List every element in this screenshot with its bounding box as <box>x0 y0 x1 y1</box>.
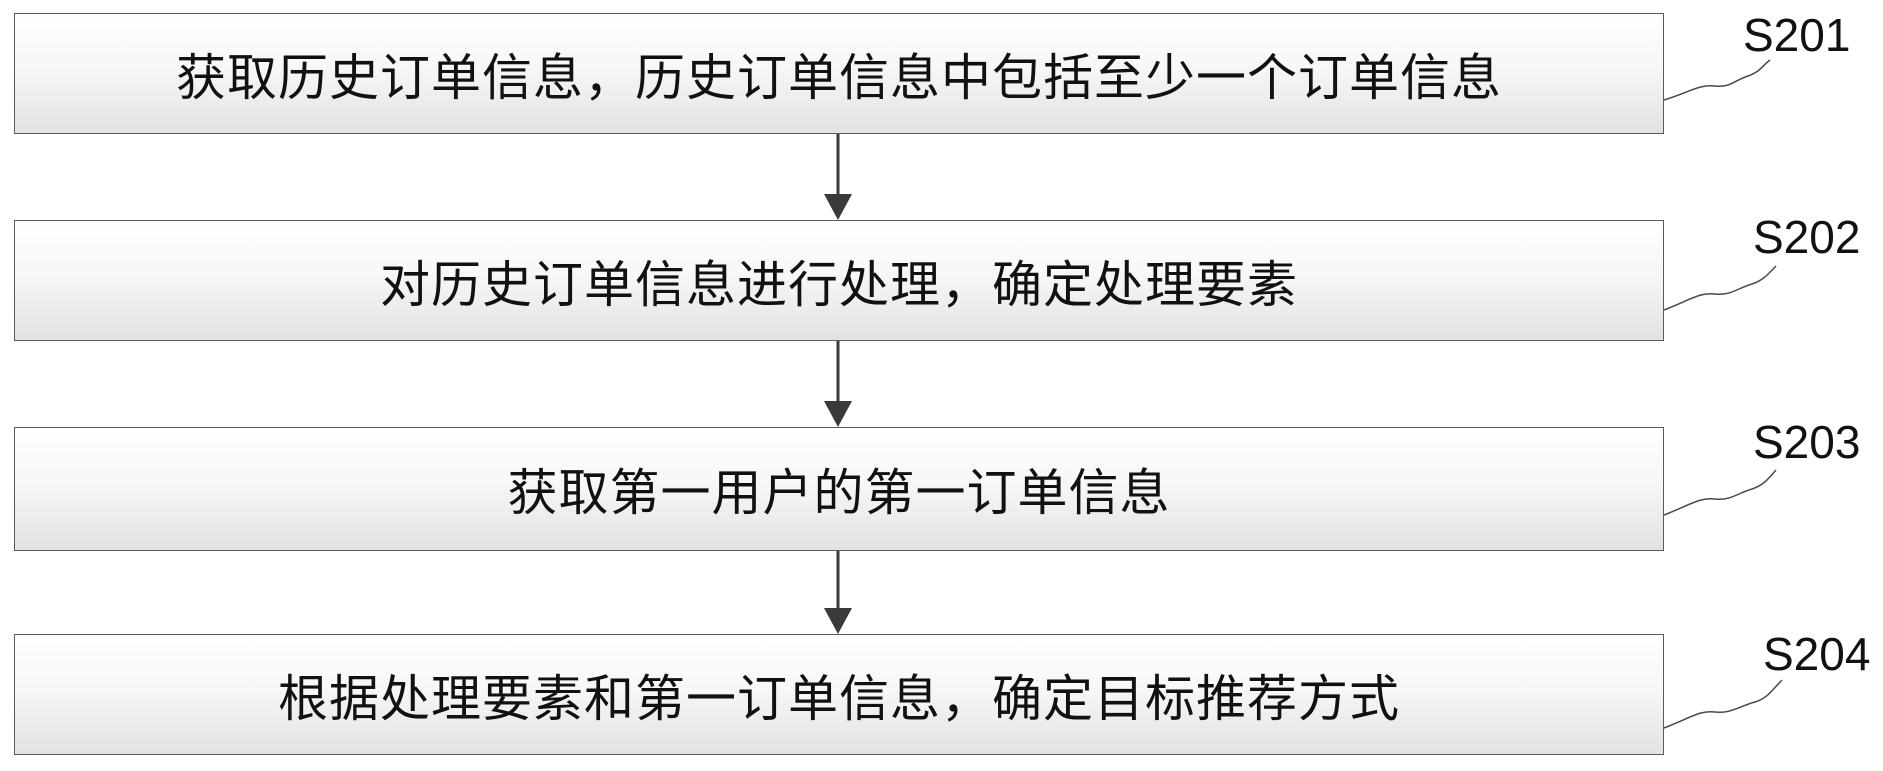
leader-line-s204 <box>1663 679 1783 729</box>
step-box-s201: 获取历史订单信息，历史订单信息中包括至少一个订单信息 <box>14 13 1664 134</box>
step-label-s203: S203 <box>1753 416 1861 468</box>
step-text-s203: 获取第一用户的第一订单信息 <box>507 464 1171 522</box>
arrow-s203-to-s204 <box>824 551 852 634</box>
step-label-s202: S202 <box>1753 211 1861 263</box>
step-label-s204: S204 <box>1763 628 1871 680</box>
arrow-s202-to-s203 <box>824 341 852 427</box>
step-label-s201: S201 <box>1743 9 1851 61</box>
arrow-s201-to-s202 <box>824 134 852 220</box>
step-text-s201: 获取历史订单信息，历史订单信息中包括至少一个订单信息 <box>176 48 1502 107</box>
step-box-s202: 对历史订单信息进行处理，确定处理要素 <box>14 220 1664 341</box>
step-text-s204: 根据处理要素和第一订单信息，确定目标推荐方式 <box>278 669 1400 728</box>
step-box-s204: 根据处理要素和第一订单信息，确定目标推荐方式 <box>14 634 1664 755</box>
leader-line-s203 <box>1663 469 1777 516</box>
step-box-s203: 获取第一用户的第一订单信息 <box>14 427 1664 551</box>
leader-line-s202 <box>1663 265 1777 311</box>
leader-line-s201 <box>1663 59 1771 101</box>
step-text-s202: 对历史订单信息进行处理，确定处理要素 <box>380 255 1298 314</box>
